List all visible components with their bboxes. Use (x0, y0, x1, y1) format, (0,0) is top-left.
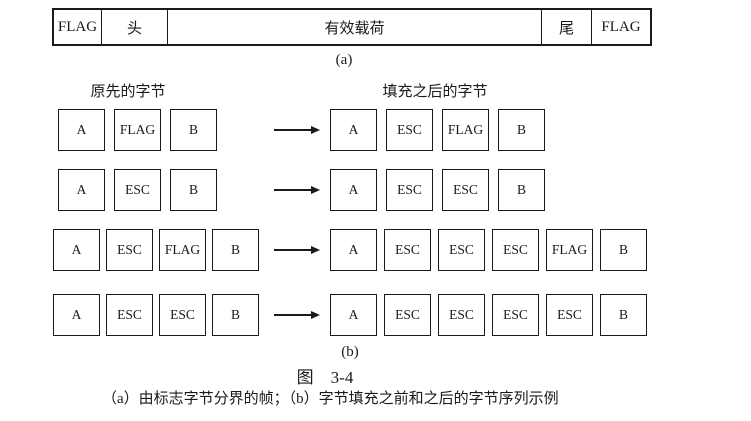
byte-box-esc: ESC (546, 294, 593, 336)
frame-diagram: FLAG 头 有效载荷 尾 FLAG (52, 8, 652, 46)
stuffed-bytes-title: 填充之后的字节 (382, 84, 488, 100)
arrow-right-icon (274, 309, 320, 321)
byte-box-a: A (330, 169, 377, 211)
byte-box-b: B (600, 229, 647, 271)
byte-box-a: A (58, 169, 105, 211)
byte-box-esc: ESC (492, 294, 539, 336)
frame-cell-flag-start: FLAG (54, 10, 102, 44)
byte-box-esc: ESC (438, 229, 485, 271)
frame-cell-payload: 有效载荷 (168, 10, 542, 44)
byte-box-a: A (330, 229, 377, 271)
arrow-head (311, 186, 320, 194)
arrow-line (274, 249, 311, 251)
byte-box-a: A (330, 294, 377, 336)
byte-box-esc: ESC (442, 169, 489, 211)
arrow-head (311, 246, 320, 254)
figure-caption-subtitle: （a）由标志字节分界的帧；（b）字节填充之前和之后的字节序列示例 (102, 391, 559, 407)
part-b-label: (b) (341, 344, 359, 360)
byte-box-flag: FLAG (546, 229, 593, 271)
byte-box-b: B (212, 294, 259, 336)
arrow-right-icon (274, 184, 320, 196)
byte-box-esc: ESC (438, 294, 485, 336)
byte-box-b: B (212, 229, 259, 271)
byte-box-esc: ESC (384, 229, 431, 271)
arrow-right-icon (274, 124, 320, 136)
byte-box-b: B (498, 109, 545, 151)
byte-box-a: A (58, 109, 105, 151)
byte-box-esc: ESC (106, 229, 153, 271)
byte-box-b: B (170, 169, 217, 211)
byte-box-esc: ESC (386, 109, 433, 151)
frame-cell-header: 头 (102, 10, 168, 44)
byte-box-a: A (53, 294, 100, 336)
frame-cell-trailer: 尾 (542, 10, 592, 44)
arrow-line (274, 129, 311, 131)
arrow-line (274, 189, 311, 191)
arrow-head (311, 311, 320, 319)
figure-caption-title: 图 3-4 (296, 368, 354, 387)
byte-box-esc: ESC (384, 294, 431, 336)
frame-cell-flag-end: FLAG (601, 18, 641, 35)
byte-box-flag: FLAG (114, 109, 161, 151)
byte-box-esc: ESC (106, 294, 153, 336)
byte-box-esc: ESC (386, 169, 433, 211)
original-bytes-title: 原先的字节 (90, 84, 166, 100)
byte-box-b: B (600, 294, 647, 336)
arrow-line (274, 314, 311, 316)
part-a-label: (a) (335, 52, 353, 68)
byte-box-flag: FLAG (442, 109, 489, 151)
arrow-right-icon (274, 244, 320, 256)
byte-box-a: A (330, 109, 377, 151)
byte-box-b: B (498, 169, 545, 211)
byte-box-esc: ESC (159, 294, 206, 336)
byte-box-a: A (53, 229, 100, 271)
arrow-head (311, 126, 320, 134)
byte-box-flag: FLAG (159, 229, 206, 271)
byte-box-esc: ESC (114, 169, 161, 211)
byte-box-esc: ESC (492, 229, 539, 271)
byte-box-b: B (170, 109, 217, 151)
